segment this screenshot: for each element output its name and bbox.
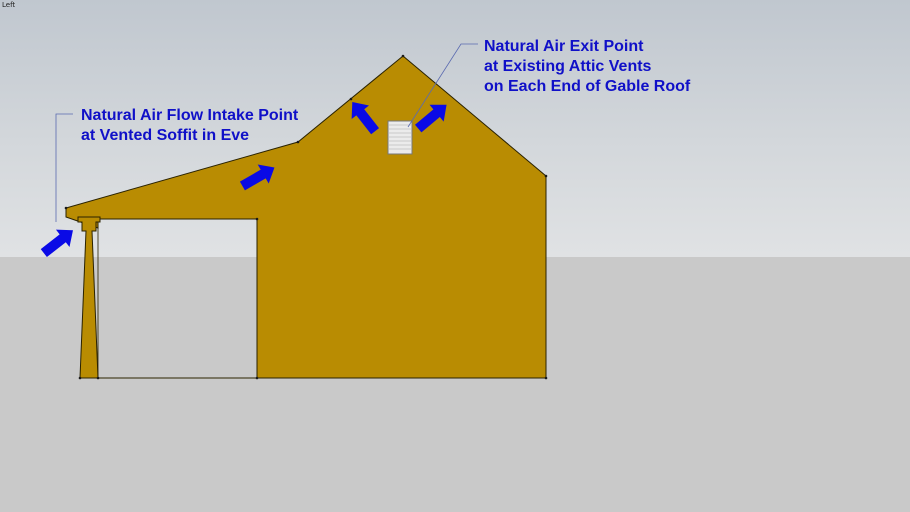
view-label: Left xyxy=(2,1,16,9)
house-gable-wall xyxy=(65,55,547,379)
exit-arrow-right xyxy=(414,104,447,133)
exit-callout-line-3: on Each End of Gable Roof xyxy=(484,78,691,95)
intake-callout-line-2: at Vented Soffit in Eve xyxy=(81,127,250,144)
vertex-markers xyxy=(64,54,548,380)
exit-callout-line-2: at Existing Attic Vents xyxy=(484,58,652,75)
intake-arrow xyxy=(40,229,73,258)
underroof-airflow-arrow xyxy=(239,164,275,191)
intake-callout-line-1: Natural Air Flow Intake Point xyxy=(81,107,299,124)
support-post xyxy=(77,216,101,379)
exit-callout-line-1: Natural Air Exit Point xyxy=(484,38,644,55)
exit-arrow-left xyxy=(351,102,380,135)
exit-leader-line xyxy=(407,43,478,128)
carport-opening xyxy=(97,218,258,379)
intake-callout: Natural Air Flow Intake Point at Vented … xyxy=(81,106,298,146)
intake-leader-line xyxy=(55,113,73,222)
attic-vent xyxy=(387,120,413,155)
exit-callout: Natural Air Exit Point at Existing Attic… xyxy=(484,37,690,97)
